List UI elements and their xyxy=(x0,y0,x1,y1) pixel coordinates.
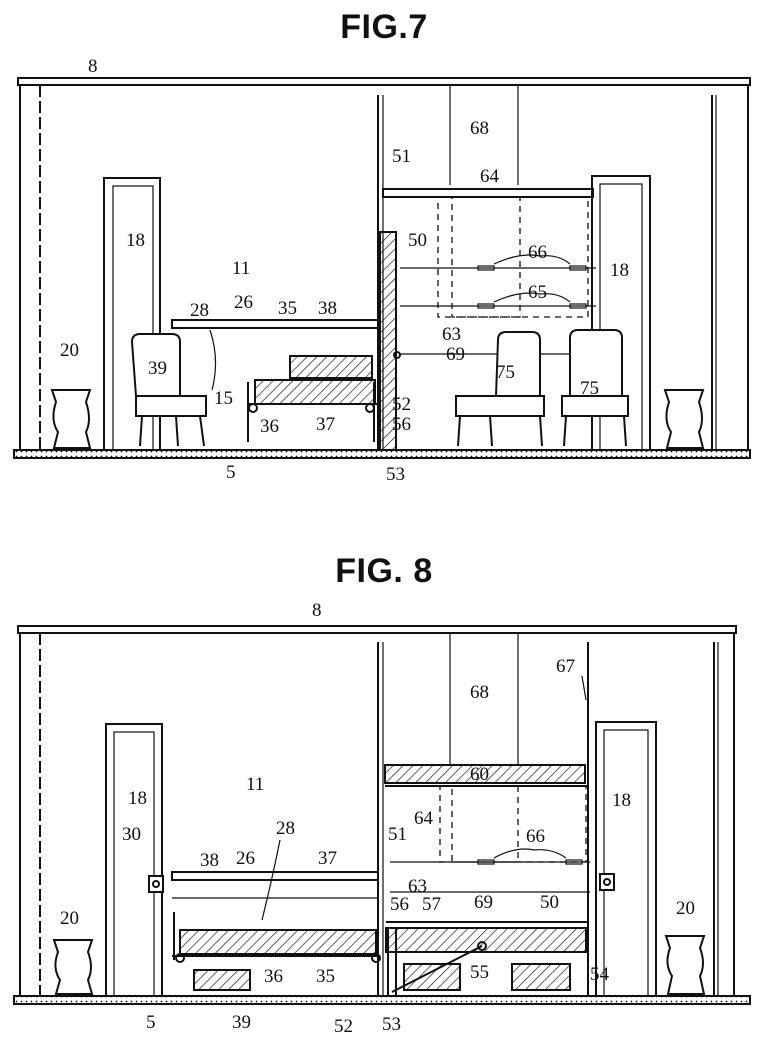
fig8-label: 60 xyxy=(470,764,489,785)
fig8-seat-55 xyxy=(512,964,570,990)
fig7-backrest-26 xyxy=(172,320,378,328)
fig8-label: 53 xyxy=(382,1014,401,1035)
fig8-label: 35 xyxy=(316,966,335,987)
fig8-label: 18 xyxy=(128,788,147,809)
fig8-label: 36 xyxy=(264,966,283,987)
fig8-label: 20 xyxy=(60,908,79,929)
fig7-label: 56 xyxy=(392,414,411,435)
fig7-label: 36 xyxy=(260,416,279,437)
fig7-labels: 8 51 68 64 50 18 66 18 11 65 28 26 35 38… xyxy=(60,56,629,485)
fig7-label: 18 xyxy=(126,230,145,251)
fig7-drawing xyxy=(14,78,750,458)
fig7-label: 18 xyxy=(610,260,629,281)
fig8-label: 28 xyxy=(276,818,295,839)
fig7-label: 15 xyxy=(214,388,233,409)
fig8-label: 50 xyxy=(540,892,559,913)
fig8-label: 52 xyxy=(334,1016,353,1037)
fig8-label: 8 xyxy=(312,600,322,621)
fig8-urn-left xyxy=(54,940,92,994)
fig7-cushion-38 xyxy=(290,356,372,378)
fig7-label: 50 xyxy=(408,230,427,251)
fig7-label: 35 xyxy=(278,298,297,319)
fig8-label: 11 xyxy=(246,774,264,795)
fig7-label: 5 xyxy=(226,462,236,483)
fig8-label: 5 xyxy=(146,1012,156,1033)
fig8-label: 26 xyxy=(236,848,255,869)
fig7-label: 65 xyxy=(528,282,547,303)
fig8-label: 64 xyxy=(414,808,434,829)
fig7-upper-berth xyxy=(383,189,593,197)
fig7-label: 37 xyxy=(316,414,335,435)
fig7-label: 52 xyxy=(392,394,411,415)
fig7-label: 51 xyxy=(392,146,411,167)
fig7-label: 53 xyxy=(386,464,405,485)
fig7-urn-right xyxy=(665,390,703,448)
fig7-urn-left xyxy=(52,390,90,448)
fig8-door-right xyxy=(596,722,656,996)
fig7-label: 75 xyxy=(496,362,515,383)
fig7-label: 75 xyxy=(580,378,599,399)
fig8-urn-right xyxy=(666,936,704,994)
fig7-label: 11 xyxy=(232,258,250,279)
fig8-label: 39 xyxy=(232,1012,251,1033)
fig7-floor xyxy=(14,450,750,458)
fig7-label: 66 xyxy=(528,242,547,263)
fig8-label: 55 xyxy=(470,962,489,983)
fig8-label: 18 xyxy=(612,790,631,811)
fig7-seat-35 xyxy=(255,380,375,404)
fig8-label: 38 xyxy=(200,850,219,871)
fig8-roof xyxy=(18,626,736,633)
fig7-label: 69 xyxy=(446,344,465,365)
fig7-label: 8 xyxy=(88,56,98,77)
fig8-label: 68 xyxy=(470,682,489,703)
fig7-label: 38 xyxy=(318,298,337,319)
fig7-label: 63 xyxy=(442,324,461,345)
fig8-label: 69 xyxy=(474,892,493,913)
fig7-label: 26 xyxy=(234,292,253,313)
fig8-drawing xyxy=(14,626,750,1004)
fig7-label: 39 xyxy=(148,358,167,379)
fig8-label: 37 xyxy=(318,848,337,869)
fig8-label: 20 xyxy=(676,898,695,919)
fig8-backrest-26 xyxy=(172,872,378,880)
fig8-label: 56 xyxy=(390,894,409,915)
fig8-floor xyxy=(14,996,750,1004)
fig8-label: 30 xyxy=(122,824,141,845)
fig8-berth-37 xyxy=(180,930,376,954)
fig7-roof xyxy=(18,78,750,85)
fig8-label: 57 xyxy=(422,894,441,915)
fig7-label: 28 xyxy=(190,300,209,321)
fig8-label: 51 xyxy=(388,824,407,845)
fig8-label: 67 xyxy=(556,656,575,677)
fig8-label: 54 xyxy=(590,964,610,985)
fig8-label: 66 xyxy=(526,826,545,847)
fig8-seat-39 xyxy=(194,970,250,990)
fig7-label: 20 xyxy=(60,340,79,361)
fig7-label: 68 xyxy=(470,118,489,139)
fig7-label: 64 xyxy=(480,166,500,187)
